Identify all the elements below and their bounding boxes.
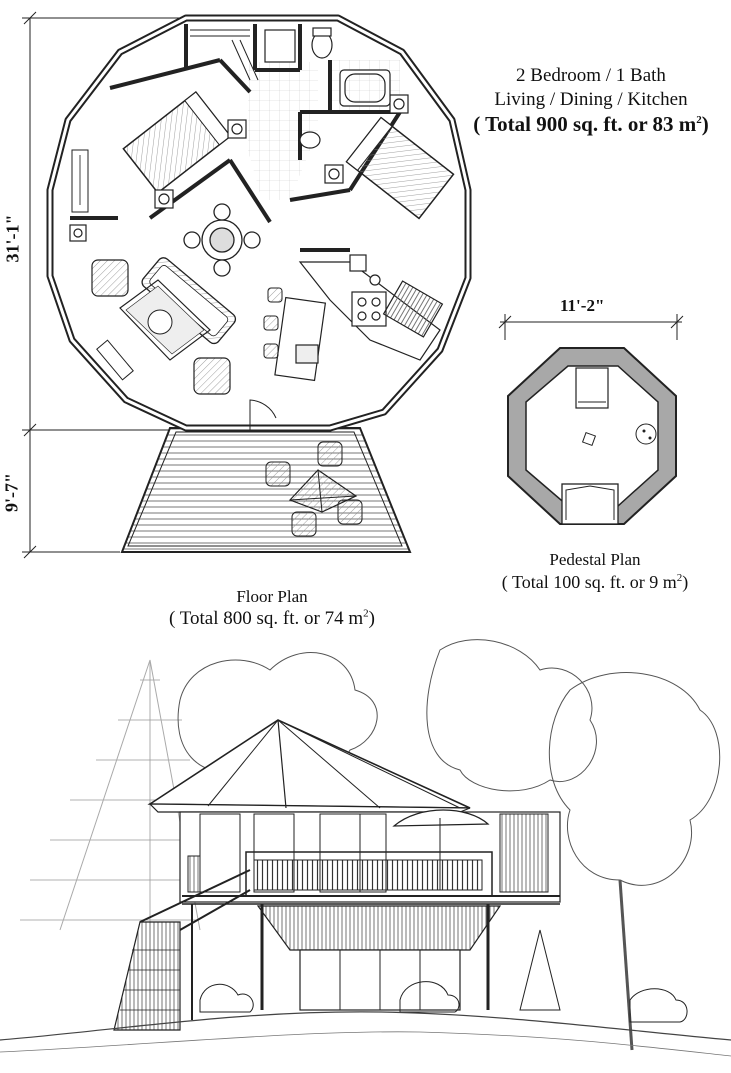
- floor-plan-caption: Floor Plan ( Total 800 sq. ft. or 74 m2): [154, 586, 390, 630]
- header-total-area: ( Total 900 sq. ft. or 83 m2): [473, 112, 709, 136]
- pedestal-plan-title: Pedestal Plan: [549, 550, 641, 569]
- header-title-block: 2 Bedroom / 1 Bath Living / Dining / Kit…: [468, 64, 714, 136]
- dimension-deck-depth: 9'-7": [1, 473, 22, 512]
- bathroom: [264, 27, 391, 149]
- pedestal-plan-caption: Pedestal Plan ( Total 100 sq. ft. or 9 m…: [486, 549, 704, 593]
- bed-1: [122, 91, 232, 194]
- floor-plan-total: ( Total 800 sq. ft. or 74 m2): [169, 607, 375, 629]
- header-line-areas: Living / Dining / Kitchen: [494, 89, 688, 110]
- dimension-floor-height: 31'-1": [2, 214, 23, 263]
- patio-set: [265, 441, 363, 537]
- pedestal-plan-total: ( Total 100 sq. ft. or 9 m2): [501, 572, 689, 592]
- dimension-pedestal-width: 11'-2": [560, 296, 605, 315]
- deck: [120, 427, 412, 553]
- bed-2: [345, 116, 455, 220]
- dining-table: [183, 203, 261, 277]
- kitchen: [274, 254, 444, 382]
- elevation-drawing: [0, 639, 731, 1057]
- floor-plan-title: Floor Plan: [236, 587, 308, 606]
- header-line-rooms: 2 Bedroom / 1 Bath: [516, 65, 666, 86]
- floor-plan: [22, 11, 472, 559]
- pedestal-plan: [498, 314, 684, 525]
